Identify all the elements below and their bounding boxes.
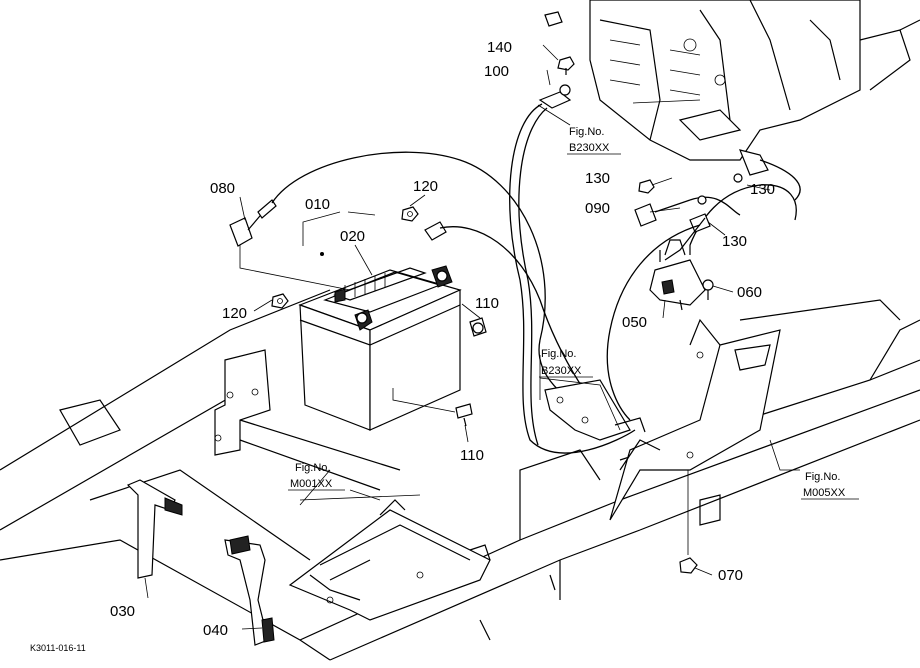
svg-text:Fig.No.: Fig.No.: [295, 462, 330, 474]
label-010: 010: [305, 196, 330, 213]
label-020: 020: [340, 228, 365, 245]
mounting-plate: [214, 349, 401, 491]
frame-chassis: [0, 289, 920, 661]
label-080: 080: [210, 180, 235, 197]
svg-text:B230XX: B230XX: [569, 142, 610, 154]
label-130-top: 130: [585, 170, 610, 187]
bolt-110-a: [469, 317, 487, 337]
battery: [298, 252, 462, 431]
label-050: 050: [622, 314, 647, 331]
bolt-140: [557, 56, 575, 75]
ref-m001: Fig.No. M001XX: [288, 462, 345, 491]
cable-090: [634, 196, 741, 227]
label-070: 070: [718, 567, 743, 584]
nut-120-a: [401, 206, 419, 222]
part-labels: 140 100 080 010 020 120 120 110 110 130 …: [110, 39, 775, 639]
label-090: 090: [585, 200, 610, 217]
label-140: 140: [487, 39, 512, 56]
label-100: 100: [484, 63, 509, 80]
svg-text:Fig.No.: Fig.No.: [805, 471, 840, 483]
nut-120-b: [271, 293, 289, 309]
label-030: 030: [110, 603, 135, 620]
ref-b230-mid: Fig.No. B230XX: [539, 348, 593, 378]
nut-130-top: [638, 179, 655, 194]
label-130-right: 130: [750, 181, 775, 198]
positive-cable-100: [509, 84, 636, 454]
label-120-top: 120: [413, 178, 438, 195]
center-bracket: [544, 379, 646, 441]
svg-text:Fig.No.: Fig.No.: [569, 126, 604, 138]
label-040: 040: [203, 622, 228, 639]
label-110-bottom: 110: [460, 447, 484, 464]
strap-040: [224, 535, 275, 646]
ref-b230-top: Fig.No. B230XX: [567, 126, 621, 155]
svg-text:M005XX: M005XX: [803, 487, 846, 499]
bolt-070: [679, 470, 698, 574]
svg-text:M001XX: M001XX: [290, 478, 333, 490]
label-130-lower: 130: [722, 233, 747, 250]
drawing-code: K3011-016-11: [30, 643, 86, 653]
engine-assembly: [544, 0, 920, 201]
figure-refs: Fig.No. B230XX Fig.No. B230XX Fig.No. M0…: [288, 126, 859, 500]
label-110-right: 110: [475, 295, 499, 312]
svg-text:B230XX: B230XX: [541, 365, 582, 377]
cable-130-lower: [606, 195, 711, 421]
label-120-left: 120: [222, 305, 247, 322]
strap-030: [126, 479, 183, 579]
battery-tray: [288, 499, 491, 621]
relay-bracket: [609, 318, 781, 526]
svg-text:Fig.No.: Fig.No.: [541, 348, 576, 360]
bolt-110-b: [455, 403, 473, 427]
label-060: 060: [737, 284, 762, 301]
leader-lines: [144, 44, 800, 630]
ref-m005: Fig.No. M005XX: [801, 471, 859, 500]
bolt-060: [702, 279, 714, 300]
